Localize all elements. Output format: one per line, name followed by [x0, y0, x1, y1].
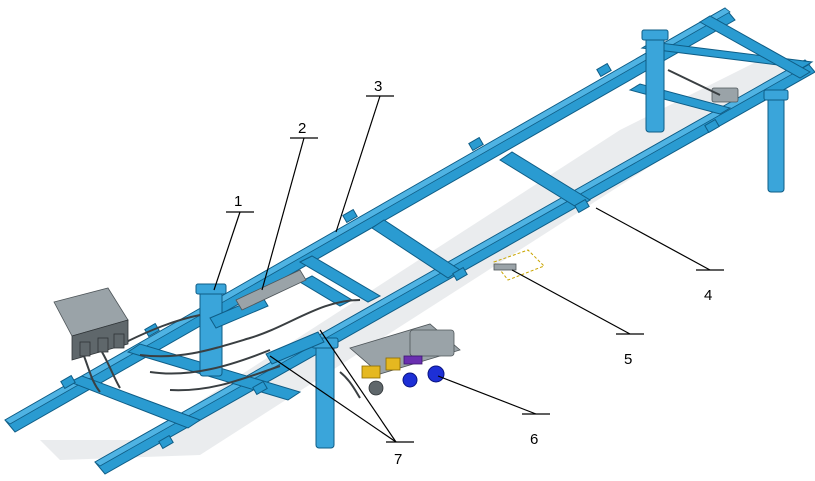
callout-leaders [213, 95, 724, 443]
callout-4: 4 [704, 287, 712, 304]
hose-icon [119, 299, 361, 392]
callout-5: 5 [624, 351, 632, 368]
callout-2: 2 [298, 120, 306, 137]
callout-1: 1 [234, 193, 242, 210]
chassis-frame [4, 7, 815, 475]
cylinder-icon [209, 269, 325, 365]
callout-labels: 1 2 3 4 5 6 7 [234, 78, 712, 468]
hydraulic-jack-icon [641, 29, 789, 193]
rail-brackets [60, 62, 720, 450]
callout-3: 3 [374, 78, 382, 95]
support-bracket [493, 249, 545, 281]
callout-6: 6 [530, 431, 538, 448]
callout-7: 7 [394, 451, 402, 468]
floor-shadow [40, 60, 790, 460]
valve-block-icon [339, 323, 461, 399]
pump-unit [53, 287, 129, 393]
